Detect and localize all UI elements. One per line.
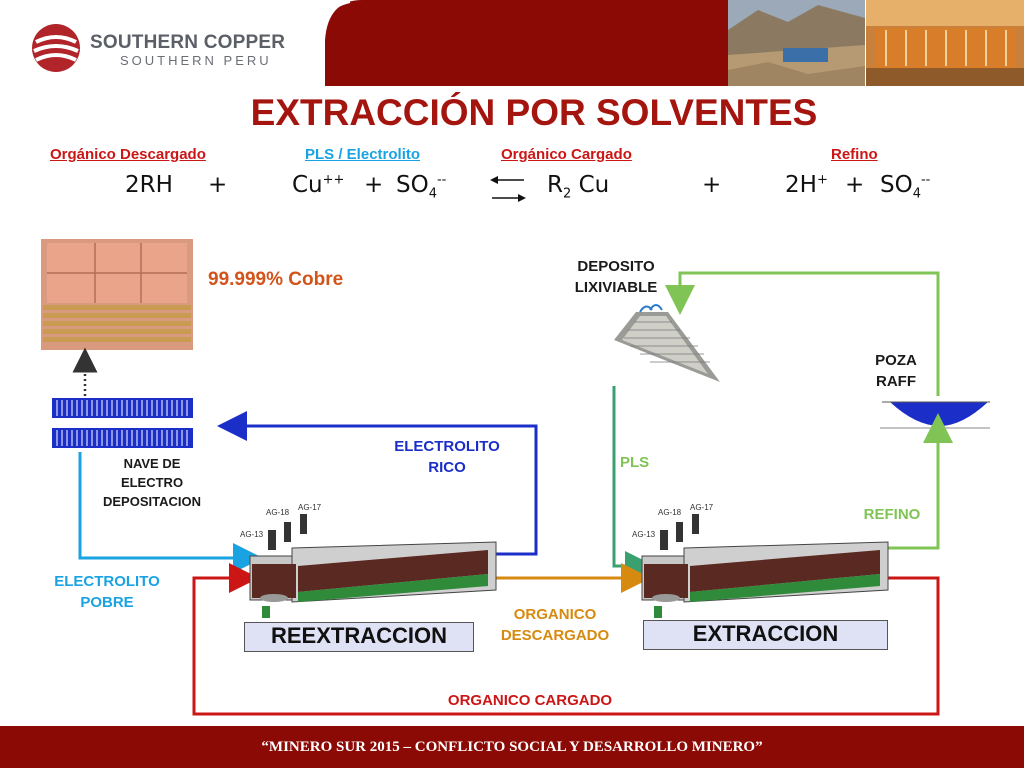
electrowinning-cells [52, 398, 193, 448]
tag-ag17-reextraccion: AG-17 [298, 503, 322, 512]
equation-plus: + [845, 172, 865, 198]
equation-plus: + [702, 172, 722, 198]
copper-purity-label: 99.999% Cobre [208, 269, 344, 290]
equation-term-2rh: 2RH [125, 172, 173, 198]
extraccion-settler-icon [641, 514, 889, 618]
brand-name: SOUTHERN COPPER [90, 32, 286, 53]
brand-subtitle: SOUTHERN PERU [120, 53, 272, 68]
leach-heap-icon [614, 304, 720, 382]
refino-label: REFINO [863, 506, 921, 523]
footer-text: “MINERO SUR 2015 – CONFLICTO SOCIAL Y DE… [261, 739, 763, 755]
equation-label-organico-cargado: Orgánico Cargado [501, 146, 632, 163]
tag-ag13-extraccion: AG-13 [632, 530, 656, 539]
equation-term-so4: SO4-- [396, 172, 447, 202]
tankhouse-photo [866, 0, 1024, 86]
tag-ag13-reextraccion: AG-13 [240, 530, 264, 539]
southern-copper-logo-icon [32, 24, 80, 72]
page-title: EXTRACCIÓN POR SOLVENTES [250, 92, 818, 133]
equation-label-refino: Refino [831, 146, 878, 163]
tag-ag18-extraccion: AG-18 [658, 508, 682, 517]
extraccion-box: EXTRACCION [643, 620, 888, 650]
tag-ag18-reextraccion: AG-18 [266, 508, 290, 517]
process-flow-diagram [41, 239, 990, 716]
footer-bar [0, 726, 1024, 768]
copper-cathodes-image [41, 239, 193, 350]
raffinate-pond-icon [880, 401, 990, 429]
equation-plus: + [208, 172, 228, 198]
equation-term-r2cu: R2 Cu [547, 172, 610, 202]
equation-term-2h: 2H+ [785, 172, 828, 198]
equation-label-pls-electrolito: PLS / Electrolito [305, 146, 421, 163]
reextraccion-settler-icon [249, 514, 497, 618]
pls-label: PLS [620, 454, 650, 471]
equilibrium-arrows-icon [490, 176, 526, 202]
organico-cargado-label: ORGANICO CARGADO [447, 692, 613, 709]
equation-term-so4: SO4-- [880, 172, 931, 202]
equation-term-cu: Cu++ [292, 172, 345, 198]
equation-plus: + [364, 172, 384, 198]
reextraccion-box: REEXTRACCION [244, 622, 474, 652]
equation-label-organico-descargado: Orgánico Descargado [50, 146, 206, 163]
mine-photo [728, 0, 865, 86]
tag-ag17-extraccion: AG-17 [690, 503, 714, 512]
